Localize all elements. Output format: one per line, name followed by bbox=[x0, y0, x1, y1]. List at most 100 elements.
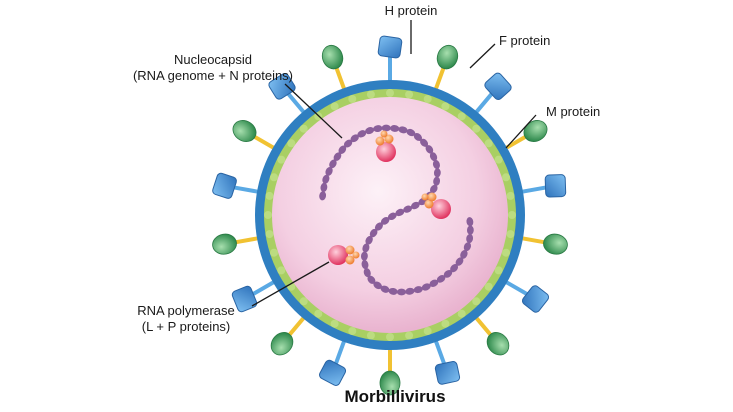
nucleocapsid-leader bbox=[284, 83, 343, 139]
n-protein-bead bbox=[333, 152, 342, 161]
n-protein-bead bbox=[429, 152, 438, 162]
n-protein-bead bbox=[455, 257, 464, 266]
l-protein bbox=[376, 142, 396, 162]
f-protein-icon bbox=[436, 44, 459, 70]
n-protein-bead bbox=[380, 285, 390, 293]
p-protein bbox=[345, 245, 355, 255]
polymerase-leader bbox=[251, 261, 330, 307]
m-protein-bead bbox=[457, 112, 466, 121]
spike-stalk bbox=[472, 91, 495, 117]
m-protein-bead bbox=[457, 309, 466, 318]
m-protein-bead bbox=[264, 211, 272, 219]
n-protein-bead bbox=[433, 176, 441, 186]
spike-stalk bbox=[250, 278, 279, 297]
m-protein-bead bbox=[386, 333, 394, 341]
n-protein-bead bbox=[373, 281, 382, 290]
spike-stalk bbox=[501, 278, 530, 297]
m-protein-bead bbox=[423, 327, 432, 336]
m-protein-bead bbox=[506, 230, 515, 239]
p-protein bbox=[384, 134, 394, 144]
n-protein-bead bbox=[420, 138, 429, 147]
m-protein-bead bbox=[502, 173, 511, 182]
n-protein-bead bbox=[466, 217, 474, 227]
p-protein bbox=[427, 192, 437, 202]
spike-stalk bbox=[501, 133, 530, 152]
n-protein-bead bbox=[361, 251, 368, 261]
spike-stalk bbox=[250, 133, 279, 152]
m-protein-bead bbox=[494, 155, 503, 164]
n-protein-bead bbox=[406, 128, 416, 137]
m-protein-bead bbox=[423, 94, 432, 103]
diagram-title: Morbillivirus bbox=[344, 387, 445, 406]
n-protein-bead bbox=[413, 133, 423, 141]
n-protein-bead bbox=[322, 174, 330, 184]
m-protein-bead bbox=[484, 139, 493, 148]
h-protein-icon bbox=[319, 359, 347, 386]
h-protein-label: H protein bbox=[385, 3, 438, 18]
n-protein-bead bbox=[319, 191, 327, 201]
f-protein-icon bbox=[270, 332, 294, 356]
n-protein-bead bbox=[338, 145, 347, 154]
n-protein-bead bbox=[463, 242, 471, 252]
f-protein-icon bbox=[321, 44, 344, 70]
f-protein-icon bbox=[212, 233, 237, 255]
f-protein-icon bbox=[379, 370, 401, 396]
m-protein-label: M protein bbox=[546, 104, 600, 119]
h-protein-spike bbox=[319, 336, 348, 386]
n-protein-bead bbox=[466, 225, 474, 235]
n-protein-bead bbox=[343, 139, 353, 148]
spike-stalk bbox=[232, 235, 263, 245]
m-protein-bead bbox=[277, 155, 286, 164]
m-protein-bead bbox=[494, 266, 503, 275]
h-protein-icon bbox=[521, 285, 550, 313]
spike-stalk bbox=[232, 185, 263, 195]
p-protein bbox=[421, 193, 429, 201]
f-protein-spike bbox=[212, 233, 263, 255]
n-protein-bead bbox=[373, 125, 383, 133]
f-protein-spike bbox=[432, 44, 459, 94]
h-protein-icon bbox=[377, 35, 403, 59]
n-protein-bead bbox=[413, 286, 423, 294]
m-protein-bead bbox=[299, 124, 308, 133]
m-protein-bead bbox=[405, 331, 414, 340]
m-protein-bead bbox=[502, 248, 511, 257]
n-protein-bead bbox=[329, 159, 337, 169]
m-protein-bead bbox=[472, 297, 481, 306]
f-protein-spike bbox=[270, 313, 308, 356]
polymerase-label-line2: (L + P proteins) bbox=[142, 319, 231, 334]
n-protein-bead bbox=[369, 228, 378, 238]
spike-stalk bbox=[517, 235, 548, 245]
h-protein-icon bbox=[231, 285, 258, 313]
n-protein-bead bbox=[367, 275, 376, 284]
h-protein-icon bbox=[212, 172, 237, 199]
nucleocapsid-label-line1: Nucleocapsid bbox=[174, 52, 252, 67]
m-protein-bead bbox=[348, 327, 357, 336]
n-protein-bead bbox=[410, 201, 420, 210]
n-protein-bead bbox=[421, 283, 431, 291]
p-protein bbox=[345, 255, 355, 265]
f-protein-spike bbox=[517, 233, 568, 255]
n-protein-bead bbox=[325, 166, 333, 176]
n-protein-bead bbox=[405, 287, 415, 295]
h-protein-spike bbox=[268, 73, 308, 117]
polymerase-label-line1: RNA polymerase bbox=[137, 303, 235, 318]
m-protein-bead bbox=[277, 266, 286, 275]
m-protein-bead bbox=[348, 94, 357, 103]
p-protein bbox=[375, 136, 385, 146]
f-protein-leader bbox=[469, 43, 496, 69]
rna-polymerase-complex-2 bbox=[421, 192, 451, 219]
spike-stalk bbox=[285, 313, 308, 339]
spike-stalk bbox=[432, 63, 447, 94]
f-protein-spike bbox=[472, 313, 510, 356]
m-protein-bead bbox=[405, 90, 414, 99]
n-protein-bead bbox=[363, 268, 371, 278]
h-protein-spike bbox=[517, 174, 567, 198]
f-protein-label: F protein bbox=[499, 33, 550, 48]
p-protein bbox=[352, 251, 360, 259]
n-protein-bead bbox=[429, 279, 439, 287]
n-protein-bead bbox=[320, 182, 328, 192]
rna-polymerase-complex-3 bbox=[328, 245, 360, 265]
spike-stalk bbox=[517, 185, 548, 195]
n-protein-bead bbox=[387, 212, 397, 221]
